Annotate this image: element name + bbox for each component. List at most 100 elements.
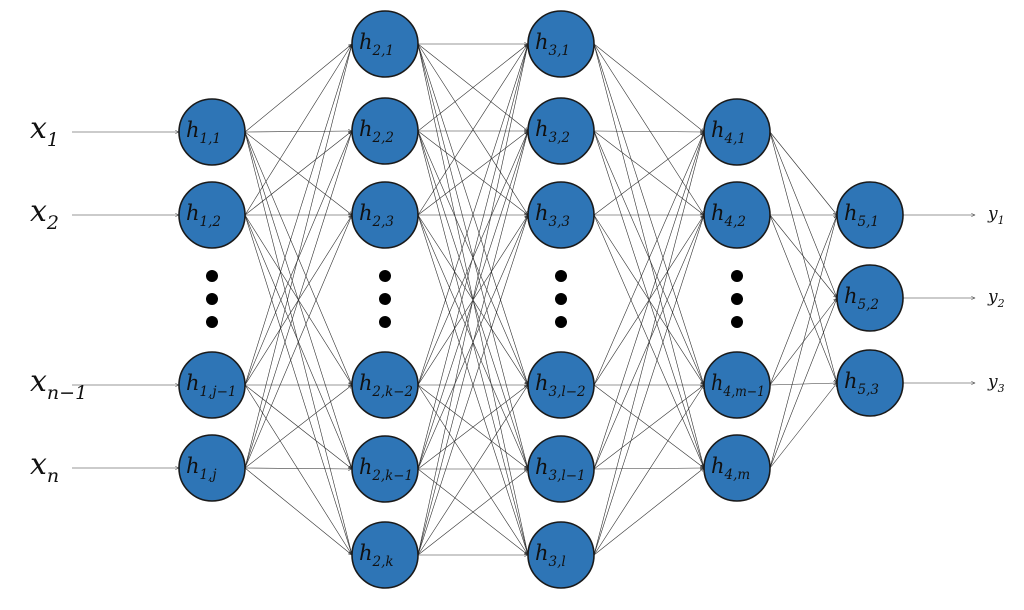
neuron-h-1-2: h1,2 bbox=[178, 181, 246, 249]
edge-l3-6-to-l4-3 bbox=[593, 385, 704, 556]
neuron-circle bbox=[703, 98, 771, 166]
edge-l2-3-to-l3-1 bbox=[417, 44, 528, 216]
neuron-label: h1,2 bbox=[186, 201, 221, 230]
output-label-1: y1 bbox=[987, 204, 1005, 227]
edge-l1-4-to-l2-1 bbox=[244, 44, 352, 469]
ellipsis-dot bbox=[555, 270, 567, 282]
neuron-circle bbox=[703, 351, 771, 419]
edge-l1-1-to-l2-6 bbox=[244, 131, 352, 555]
neuron-circle bbox=[351, 181, 419, 249]
edge-l2-4-to-l3-1 bbox=[417, 44, 528, 386]
edge-l1-3-to-l2-6 bbox=[244, 384, 352, 555]
ellipsis-dot bbox=[206, 270, 218, 282]
neuron-circle bbox=[351, 10, 419, 78]
edge-l1-1-to-l2-3 bbox=[244, 131, 352, 215]
neuron-h-2-k-2: h2,k−2 bbox=[351, 351, 419, 419]
neuron-label: h2,2 bbox=[359, 117, 394, 146]
neuron-label: h1,j bbox=[186, 454, 217, 483]
neuron-h-2-2: h2,2 bbox=[351, 97, 419, 165]
edge-l4-3-to-l5-1 bbox=[769, 215, 837, 386]
neuron-label: h2,k bbox=[359, 541, 394, 570]
neuron-label: h3,l−1 bbox=[535, 455, 586, 484]
edge-l1-1-to-l2-1 bbox=[244, 44, 352, 133]
neuron-label: h3,2 bbox=[535, 117, 570, 146]
neuron-h-2-k: h2,k bbox=[351, 521, 419, 589]
neuron-circle bbox=[527, 181, 595, 249]
edge-l3-6-to-l4-4 bbox=[593, 468, 704, 556]
edge-l3-1-to-l4-1 bbox=[593, 43, 704, 132]
neuron-label: h2,k−2 bbox=[359, 371, 413, 400]
edge-l3-5-to-l4-3 bbox=[593, 385, 704, 470]
edge-l1-2-to-l2-2 bbox=[244, 131, 352, 216]
edge-l3-2-to-l4-1 bbox=[593, 131, 704, 132]
input-label-2: x2 bbox=[30, 194, 59, 234]
edge-l2-5-to-l3-1 bbox=[417, 44, 528, 470]
neuron-circle bbox=[178, 98, 246, 166]
ellipsis-dot bbox=[731, 316, 743, 328]
neuron-h-5-3: h5,3 bbox=[836, 349, 904, 417]
neuron-circle bbox=[703, 181, 771, 249]
edge-l2-3-to-l3-2 bbox=[417, 131, 528, 216]
ellipsis-dot bbox=[206, 293, 218, 305]
edge-l1-3-to-l2-5 bbox=[244, 384, 352, 469]
neuron-h-1-1: h1,1 bbox=[178, 98, 246, 166]
neuron-circle bbox=[527, 521, 595, 589]
edge-l4-4-to-l5-3 bbox=[769, 383, 837, 469]
edge-l3-5-to-l4-1 bbox=[593, 132, 704, 470]
edge-l2-6-to-l3-1 bbox=[417, 44, 528, 556]
neuron-h-3-l-2: h3,l−2 bbox=[527, 351, 595, 419]
edge-l3-1-to-l4-2 bbox=[593, 43, 704, 215]
neuron-circle bbox=[703, 434, 771, 502]
input-label-3: xn−1 bbox=[30, 364, 87, 404]
edge-l1-3-to-l2-2 bbox=[244, 131, 352, 386]
neuron-label: h2,k−1 bbox=[359, 455, 413, 484]
io-arrows bbox=[72, 132, 975, 468]
edge-l1-2-to-l2-1 bbox=[244, 44, 352, 216]
edge-l3-6-to-l4-2 bbox=[593, 215, 704, 556]
edge-l2-2-to-l3-1 bbox=[417, 44, 528, 132]
edge-l2-6-to-l3-4 bbox=[417, 385, 528, 556]
edge-l1-4-to-l2-6 bbox=[244, 467, 352, 555]
neuron-label: h4,m−1 bbox=[711, 371, 765, 400]
edge-l3-1-to-l4-4 bbox=[593, 43, 704, 468]
neuron-h-4-m-1: h4,m−1 bbox=[703, 351, 771, 419]
neuron-label: h4,1 bbox=[711, 118, 746, 147]
connections bbox=[244, 43, 837, 556]
neuron-h-5-2: h5,2 bbox=[836, 264, 904, 332]
neuron-label: h1,1 bbox=[186, 118, 221, 147]
edge-l4-1-to-l5-3 bbox=[769, 131, 837, 383]
ellipsis-dot bbox=[379, 316, 391, 328]
edge-l3-5-to-l4-4 bbox=[593, 468, 704, 469]
neuron-circle bbox=[351, 97, 419, 165]
neuron-circle bbox=[178, 181, 246, 249]
input-label-1: x1 bbox=[30, 111, 59, 151]
ellipsis-dot bbox=[206, 316, 218, 328]
neuron-circle bbox=[351, 351, 419, 419]
ellipsis-dot bbox=[731, 293, 743, 305]
neurons: h1,1h1,2h1,j−1h1,jh2,1h2,2h2,3h2,k−2h2,k… bbox=[178, 10, 904, 589]
edge-l3-3-to-l4-1 bbox=[593, 132, 704, 216]
edge-l4-2-to-l5-2 bbox=[769, 214, 837, 298]
neuron-label: h1,j−1 bbox=[186, 371, 237, 400]
edge-l1-1-to-l2-2 bbox=[244, 131, 352, 132]
edge-l1-4-to-l2-5 bbox=[244, 468, 352, 469]
input-label-4: xn bbox=[30, 447, 59, 487]
neuron-h-4-2: h4,2 bbox=[703, 181, 771, 249]
neuron-circle bbox=[178, 351, 246, 419]
edge-l3-1-to-l4-3 bbox=[593, 43, 704, 385]
edge-l3-6-to-l4-1 bbox=[593, 132, 704, 556]
edge-l2-5-to-l3-4 bbox=[417, 385, 528, 470]
neuron-h-5-1: h5,1 bbox=[836, 181, 904, 249]
edge-l4-1-to-l5-1 bbox=[769, 131, 837, 215]
neuron-circle bbox=[178, 434, 246, 502]
ellipsis-dots bbox=[206, 270, 743, 328]
neuron-h-2-3: h2,3 bbox=[351, 181, 419, 249]
neuron-h-3-l-1: h3,l−1 bbox=[527, 435, 595, 503]
edge-l2-4-to-l3-2 bbox=[417, 131, 528, 386]
output-label-3: y3 bbox=[987, 372, 1005, 395]
neuron-label: h3,1 bbox=[535, 30, 570, 59]
edge-l1-4-to-l2-4 bbox=[244, 385, 352, 469]
edge-l3-4-to-l4-1 bbox=[593, 132, 704, 386]
ellipsis-dot bbox=[379, 270, 391, 282]
